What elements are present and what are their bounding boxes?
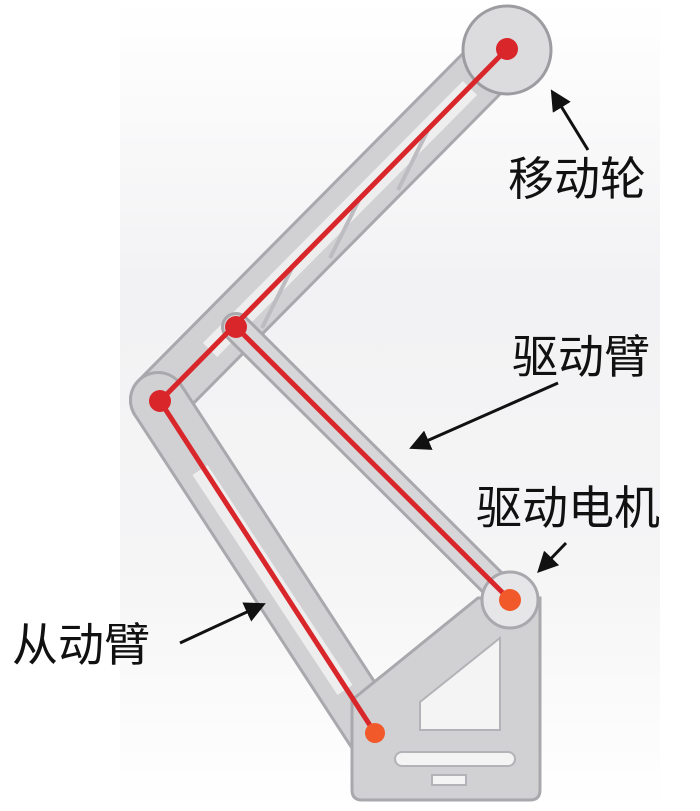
upper-arm-line <box>158 47 509 403</box>
driven-arm-label: 从动臂 <box>12 618 150 672</box>
driven-arm-line <box>157 399 378 735</box>
motor-joint <box>499 589 521 611</box>
drive-arm-top-joint <box>225 316 247 338</box>
linkage-lines <box>157 47 512 735</box>
drive-arm-arrow <box>409 381 559 450</box>
drive-arm-label: 驱动臂 <box>512 330 650 384</box>
elbow-joint <box>149 390 171 412</box>
driven-arm-arrow <box>179 602 266 645</box>
wheel-joint <box>496 38 518 60</box>
moving-wheel-arrow <box>550 89 590 151</box>
drive-arm-line <box>234 325 512 602</box>
drive-motor-label: 驱动电机 <box>476 481 660 535</box>
base-joint <box>365 723 385 743</box>
moving-wheel-label: 移动轮 <box>508 152 646 206</box>
base-bracket <box>350 596 542 802</box>
drive-motor-arrow <box>537 541 568 574</box>
